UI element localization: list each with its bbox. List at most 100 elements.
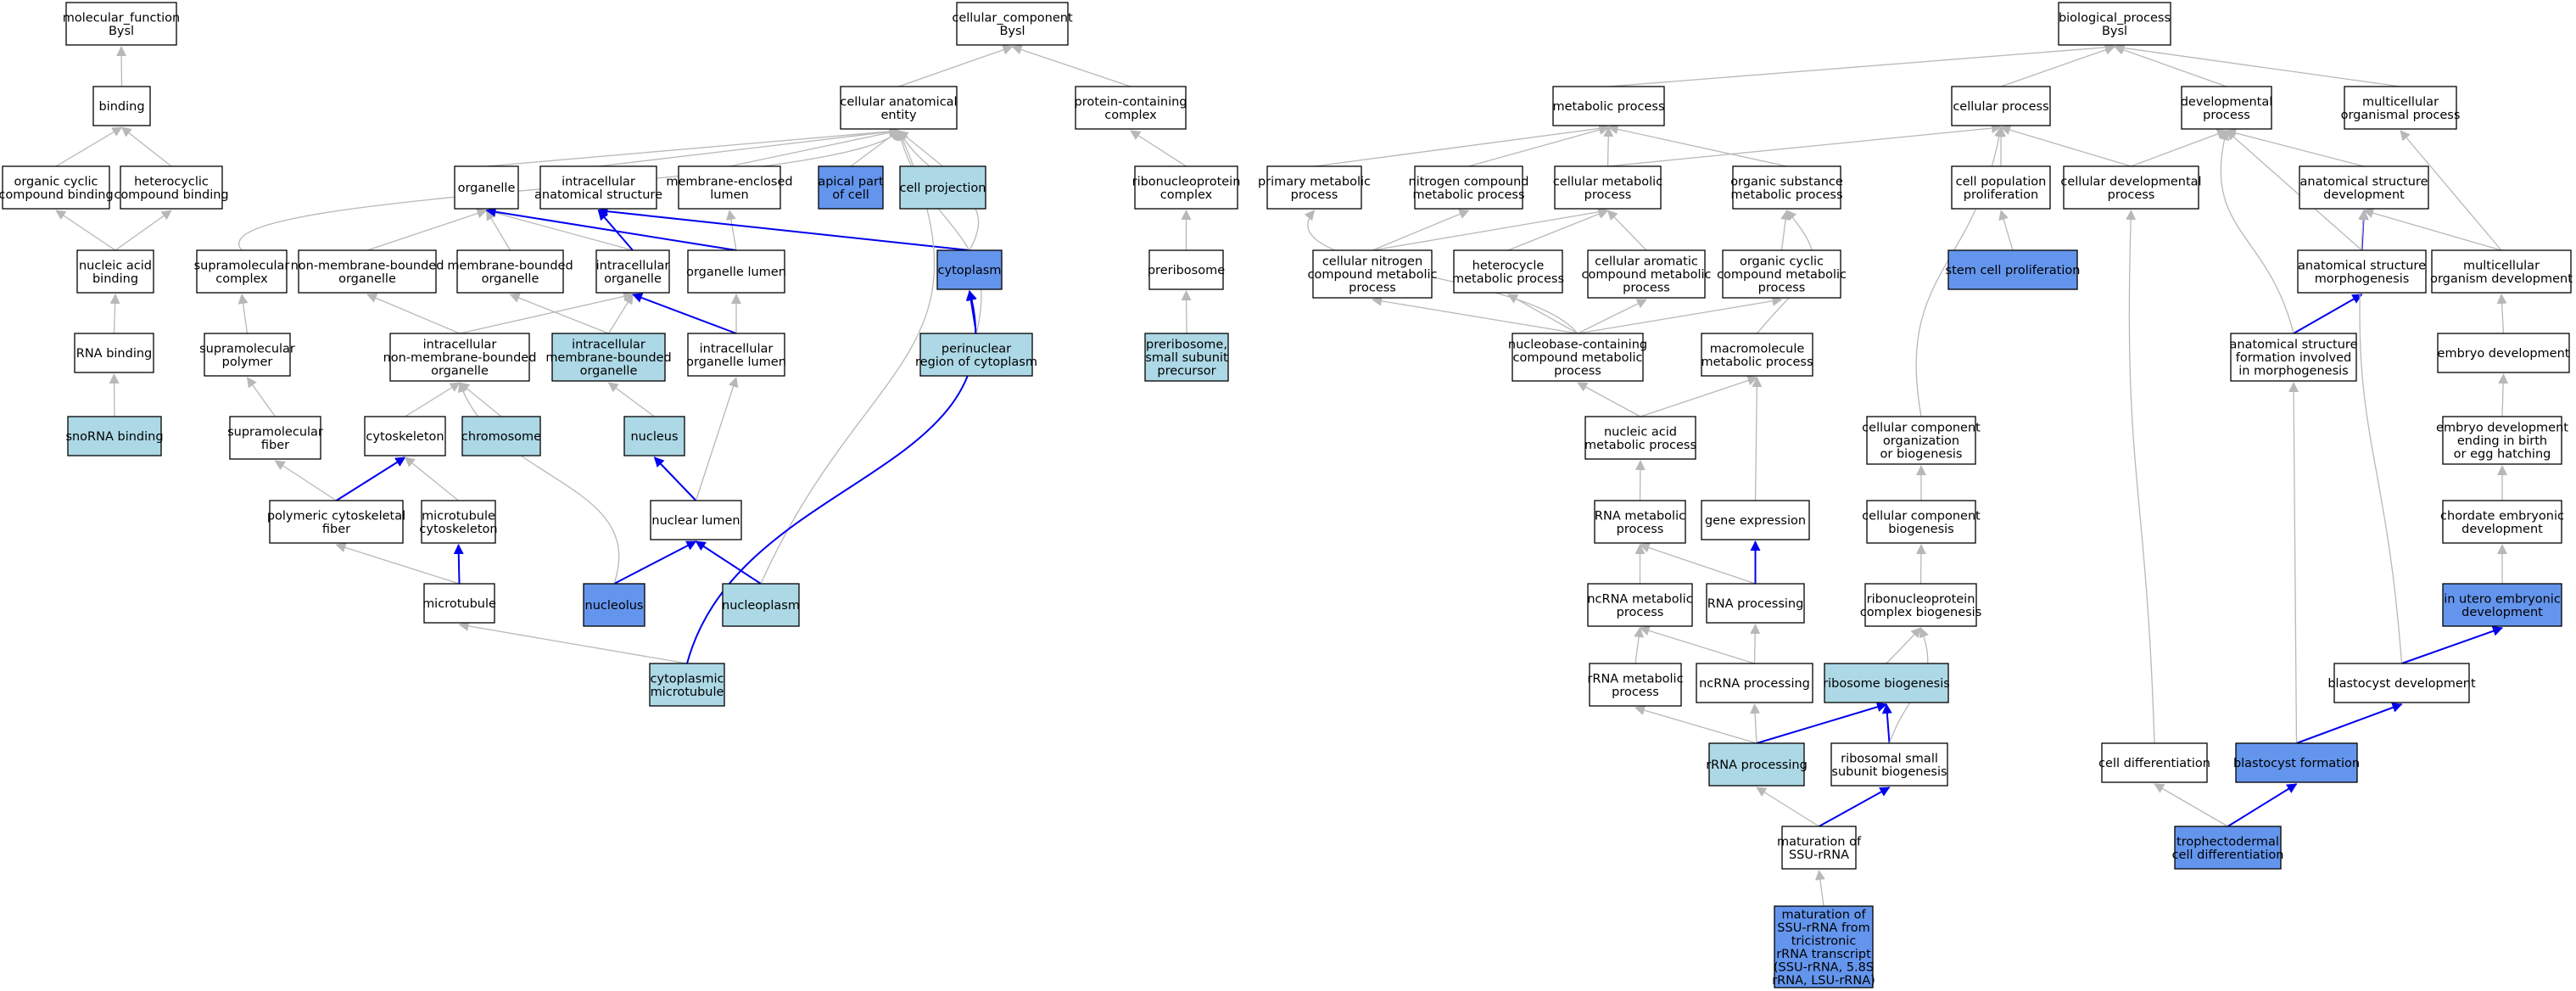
node-box (1587, 249, 1706, 299)
node-nucleolus[interactable]: nucleolus (583, 583, 645, 627)
node-microtubule[interactable]: microtubule (422, 583, 496, 624)
node-label-line: supramolecular (227, 425, 323, 439)
node-label-line: (SSU-rRNA, 5.8S (1774, 960, 1874, 974)
node-cytoplasm[interactable]: cytoplasm (936, 249, 1003, 290)
node-preribosome[interactable]: preribosome (1148, 249, 1225, 290)
node-cytoskeleton[interactable]: cytoskeleton (364, 416, 446, 456)
edge-nucleic_acid_metabolic_process-to-macromolecule_metabolic_process (1640, 375, 1758, 417)
node-binding[interactable]: binding (92, 86, 151, 126)
edge-ribonucleoprotein_complex-to-protein_containing_complex (1130, 130, 1187, 167)
node-gene-expression[interactable]: gene expression (1701, 500, 1810, 540)
node-organelle[interactable]: organelle (454, 165, 519, 210)
node-chromosome[interactable]: chromosome (461, 416, 541, 456)
node-blastocyst-development[interactable]: blastocyst development (2327, 663, 2476, 703)
edge-nucleobase_containing_compound_metabolic_process-to-cellular_nitrogen_compound_metabolic_process (1372, 295, 1579, 334)
node-label-line: organic cyclic (1740, 255, 1824, 269)
node-nucleus[interactable]: nucleus (623, 416, 685, 456)
node-intracellular-nmb-organelle[interactable]: intracellularnon-membrane-boundedorganel… (383, 333, 537, 382)
node-ribosome-biogenesis[interactable]: ribosome biogenesis (1823, 663, 1950, 703)
node-cell-differentiation[interactable]: cell differentiation (2098, 742, 2210, 783)
node-label-line: heterocyclic (134, 175, 209, 188)
edge-metabolic_process-to-biological_process (1608, 42, 2115, 87)
node-metabolic-process[interactable]: metabolic process (1552, 86, 1665, 126)
node-cell-projection[interactable]: cell projection (899, 165, 986, 210)
node-rna-processing[interactable]: RNA processing (1706, 583, 1805, 624)
node-nuclear-lumen[interactable]: nuclear lumen (650, 500, 742, 540)
node-organelle-lumen[interactable]: organelle lumen (686, 249, 786, 294)
node-box (461, 416, 541, 456)
node-label-line: preribosome (1148, 264, 1225, 277)
node-label-line: membrane-enclosed (666, 175, 792, 188)
node-embryo-development[interactable]: embryo development (2437, 333, 2570, 373)
node-blastocyst-formation[interactable]: blastocyst formation (2233, 742, 2360, 783)
node-rrna-processing[interactable]: rRNA processing (1706, 742, 1808, 787)
node-box (65, 2, 177, 46)
node-ncrna-processing[interactable]: ncRNA processing (1696, 663, 1813, 703)
node-nucleoplasm[interactable]: nucleoplasm (722, 583, 800, 627)
node-cellular-process[interactable]: cellular process (1951, 86, 2051, 126)
node-rna-binding[interactable]: RNA binding (74, 333, 154, 373)
node-stem-cell-proliferation[interactable]: stem cell proliferation (1946, 249, 2081, 290)
node-snorna-binding[interactable]: snoRNA binding (65, 416, 164, 456)
edge-microtubule_cytoskeleton-to-cytoskeleton (404, 456, 459, 501)
node-label-line: metabolic process (1412, 188, 1524, 202)
